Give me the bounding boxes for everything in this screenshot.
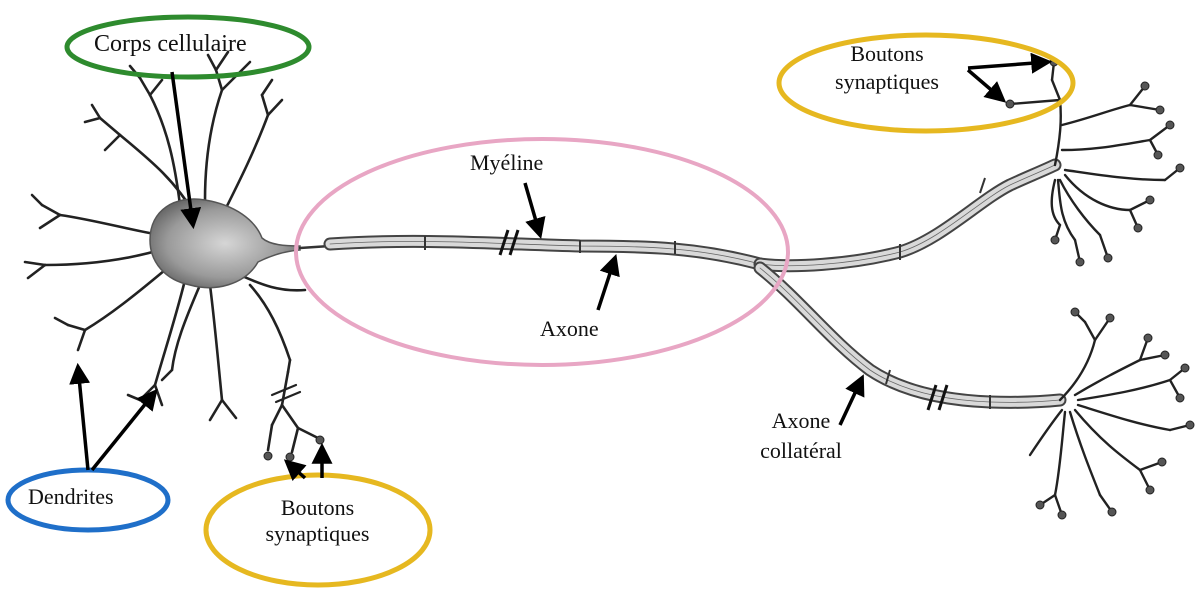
- myelin-nodes: [425, 178, 990, 409]
- main-axon: [300, 165, 1060, 402]
- upper-axon-terminal: [1010, 62, 1180, 262]
- label-dendrites: Dendrites: [28, 484, 114, 510]
- label-boutons-left-line1: Boutons: [245, 495, 390, 521]
- label-boutons-synaptiques-right: Boutons synaptiques: [812, 40, 962, 95]
- label-axone-collateral-line1: Axone: [742, 406, 860, 436]
- label-axone-collateral-line2: collatéral: [742, 436, 860, 466]
- label-boutons-left-line2: synaptiques: [245, 521, 390, 547]
- arrow-bouton-right-1: [968, 62, 1048, 68]
- cell-body: [150, 199, 300, 288]
- label-myeline: Myéline: [470, 150, 543, 176]
- arrow-bouton-right-2: [968, 70, 1003, 100]
- label-boutons-synaptiques-left: Boutons synaptiques: [245, 495, 390, 548]
- arrow-axone: [598, 258, 615, 310]
- label-axone-collateral: Axone collatéral: [742, 406, 860, 465]
- lower-axon-terminal: [1030, 312, 1190, 515]
- label-corps-cellulaire: Corps cellulaire: [94, 30, 247, 59]
- arrow-myeline: [525, 183, 540, 235]
- arrow-dendrite-1: [78, 367, 88, 470]
- label-boutons-right-line1: Boutons: [812, 40, 962, 68]
- label-boutons-right-line2: synaptiques: [812, 68, 962, 96]
- upper-synaptic-terminals: [1006, 58, 1184, 266]
- label-axone: Axone: [540, 316, 599, 342]
- arrow-dendrite-2: [92, 392, 155, 470]
